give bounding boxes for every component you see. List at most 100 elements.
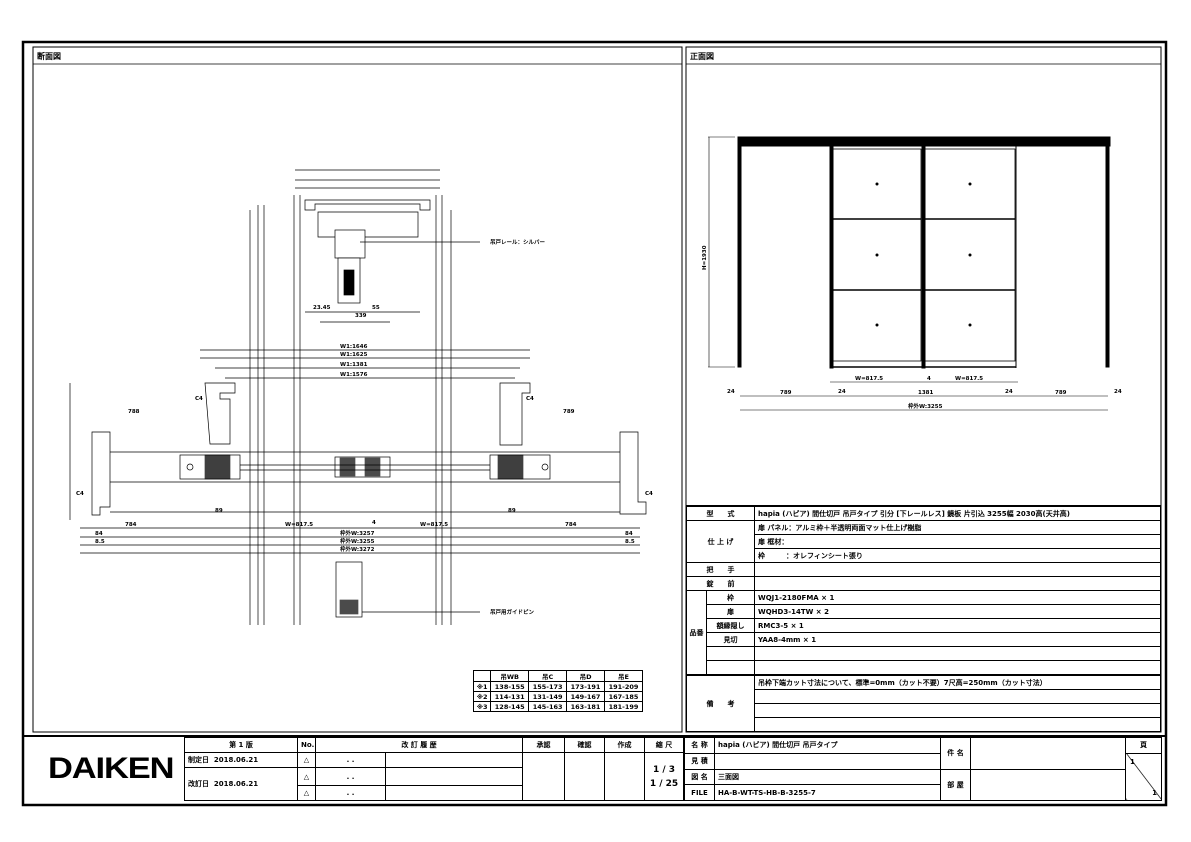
revision-triangle-icon: △ xyxy=(297,785,316,801)
rev-date: . . xyxy=(315,767,386,786)
note-row xyxy=(754,703,1161,718)
handle-value xyxy=(754,562,1161,577)
part-value: WQHD3-14TW × 2 xyxy=(754,604,1161,619)
handle-label: 把 手 xyxy=(686,562,755,577)
dim-label: 89 xyxy=(508,508,516,514)
revision-triangle-icon: △ xyxy=(297,767,316,786)
rail-label: 吊戸レール：シルバー xyxy=(490,238,546,246)
section-view-frame xyxy=(32,46,683,733)
table-row: ※3 128-145 145-163 163-181 181-199 xyxy=(472,701,643,712)
table-cell: 145-163 xyxy=(528,701,568,712)
table-row: ※1 138-155 155-173 173-191 191-209 xyxy=(472,681,643,692)
table-cell: 138-155 xyxy=(490,681,530,692)
scale-value: 1 / 25 xyxy=(649,778,679,789)
sheet-border xyxy=(21,40,1168,807)
table-cell: 155-173 xyxy=(528,681,568,692)
dim-label: C4 xyxy=(645,491,653,497)
lock-value xyxy=(754,576,1161,591)
table-header: 吊D xyxy=(566,670,606,682)
page-total: 1 xyxy=(1152,789,1157,797)
front-drawing xyxy=(708,136,1111,411)
part-name: 見切 xyxy=(706,632,755,647)
table-cell: ※3 xyxy=(472,701,492,712)
spec-label: 見 積 xyxy=(684,752,715,770)
table-header: 吊C xyxy=(528,670,568,682)
part-name: 扉 xyxy=(706,604,755,619)
note-row: 吊枠下端カット寸法について、標準=0mm（カット不要）7尺高=250mm（カット… xyxy=(754,674,1161,690)
note-row xyxy=(754,717,1161,732)
part-value: RMC3-5 × 1 xyxy=(754,618,1161,633)
dim-label: C4 xyxy=(76,491,84,497)
dim-label: 89 xyxy=(215,508,223,514)
dim-label: W=817.5 xyxy=(285,522,313,528)
dim-label: W=817.5 xyxy=(420,522,448,528)
dim-label: 84 xyxy=(625,531,633,537)
daiken-logo: DAIKEN xyxy=(48,752,175,785)
part-name xyxy=(706,646,755,661)
part-name: 枠 xyxy=(706,590,755,605)
name-value: hapia (ハピア) 間仕切戸 吊戸タイプ xyxy=(714,737,941,754)
part-value: YAA8-4mm × 1 xyxy=(754,632,1161,647)
page-current: 1 xyxy=(1130,757,1135,766)
file-value: HA-B-WT-TS-HB-B-3255-7 xyxy=(714,784,941,801)
table-header: 吊E xyxy=(604,670,643,682)
dim-label: 784 xyxy=(125,522,137,528)
dim-label: W=817.5 xyxy=(955,376,983,382)
part-value xyxy=(754,646,1161,661)
part-name xyxy=(706,660,755,676)
table-header: 吊WB xyxy=(490,670,530,682)
table-cell: 128-145 xyxy=(490,701,530,712)
revised-date: 2018.06.21 xyxy=(213,780,259,788)
notes-label: 備 考 xyxy=(686,674,755,732)
dim-label: 24 xyxy=(1005,389,1013,395)
drawing-value: 三面図 xyxy=(714,768,941,786)
project-label: 件 名 xyxy=(940,737,971,770)
dim-label: 4 xyxy=(372,520,376,526)
front-dimension-labels: H=1930 W=817.5 4 W=817.5 24 789 24 1381 … xyxy=(702,245,1122,410)
spec-value xyxy=(714,752,941,770)
dim-label: H=1930 xyxy=(702,245,708,270)
dim-label: 788 xyxy=(128,409,140,415)
check-label: 確認 xyxy=(564,737,605,753)
finish-row: 扉 パネル：アルミ枠＋半透明両面マット仕上げ樹脂 xyxy=(754,520,1161,535)
note-row xyxy=(754,689,1161,704)
rev-date: . . xyxy=(315,752,386,768)
table-cell: ※2 xyxy=(472,691,492,702)
finish-label: 仕 上 げ xyxy=(686,520,755,563)
table-row: ※2 114-131 131-149 149-167 167-185 xyxy=(472,691,643,702)
table-cell: 163-181 xyxy=(566,701,606,712)
dim-label: 789 xyxy=(563,409,575,415)
dim-label: 84 xyxy=(95,531,103,537)
dim-label: W1:1625 xyxy=(340,352,368,358)
room-label: 部 屋 xyxy=(940,768,971,801)
table-cell: 149-167 xyxy=(566,691,606,702)
table-cell: 131-149 xyxy=(528,691,568,702)
make-label: 作成 xyxy=(604,737,645,753)
part-value xyxy=(754,660,1161,676)
dim-label: 24 xyxy=(727,389,735,395)
dim-label: 枠外W:3255 xyxy=(339,537,375,545)
drawing-label: 図 名 xyxy=(684,768,715,786)
dim-label: 8.5 xyxy=(625,539,635,545)
dim-label: 24 xyxy=(1114,389,1122,395)
page-label: 頁 xyxy=(1125,737,1162,754)
edition: 第 1 版 xyxy=(184,737,298,753)
section-dimension-labels: 吊戸レール：シルバー 吊戸用ガイドピン 339 23.45 55 W1:1646… xyxy=(76,238,653,616)
dim-label: W1:1381 xyxy=(340,362,368,368)
model-label: 型 式 xyxy=(686,505,755,521)
dim-label: 枠外W:3255 xyxy=(907,402,943,410)
lock-label: 錠 前 xyxy=(686,576,755,591)
section-view-title: 断面図 xyxy=(37,52,61,61)
table-cell: ※1 xyxy=(472,681,492,692)
dim-label: 4 xyxy=(927,376,931,382)
table-cell: 173-191 xyxy=(566,681,606,692)
dim-label: C4 xyxy=(526,396,534,402)
section-drawing xyxy=(69,169,647,625)
dim-label: 789 xyxy=(1055,390,1067,396)
dim-label: 789 xyxy=(780,390,792,396)
revised-label: 改訂日 xyxy=(188,780,209,788)
table-cell: 191-209 xyxy=(604,681,643,692)
dim-label: 枠外W:3257 xyxy=(339,529,375,537)
